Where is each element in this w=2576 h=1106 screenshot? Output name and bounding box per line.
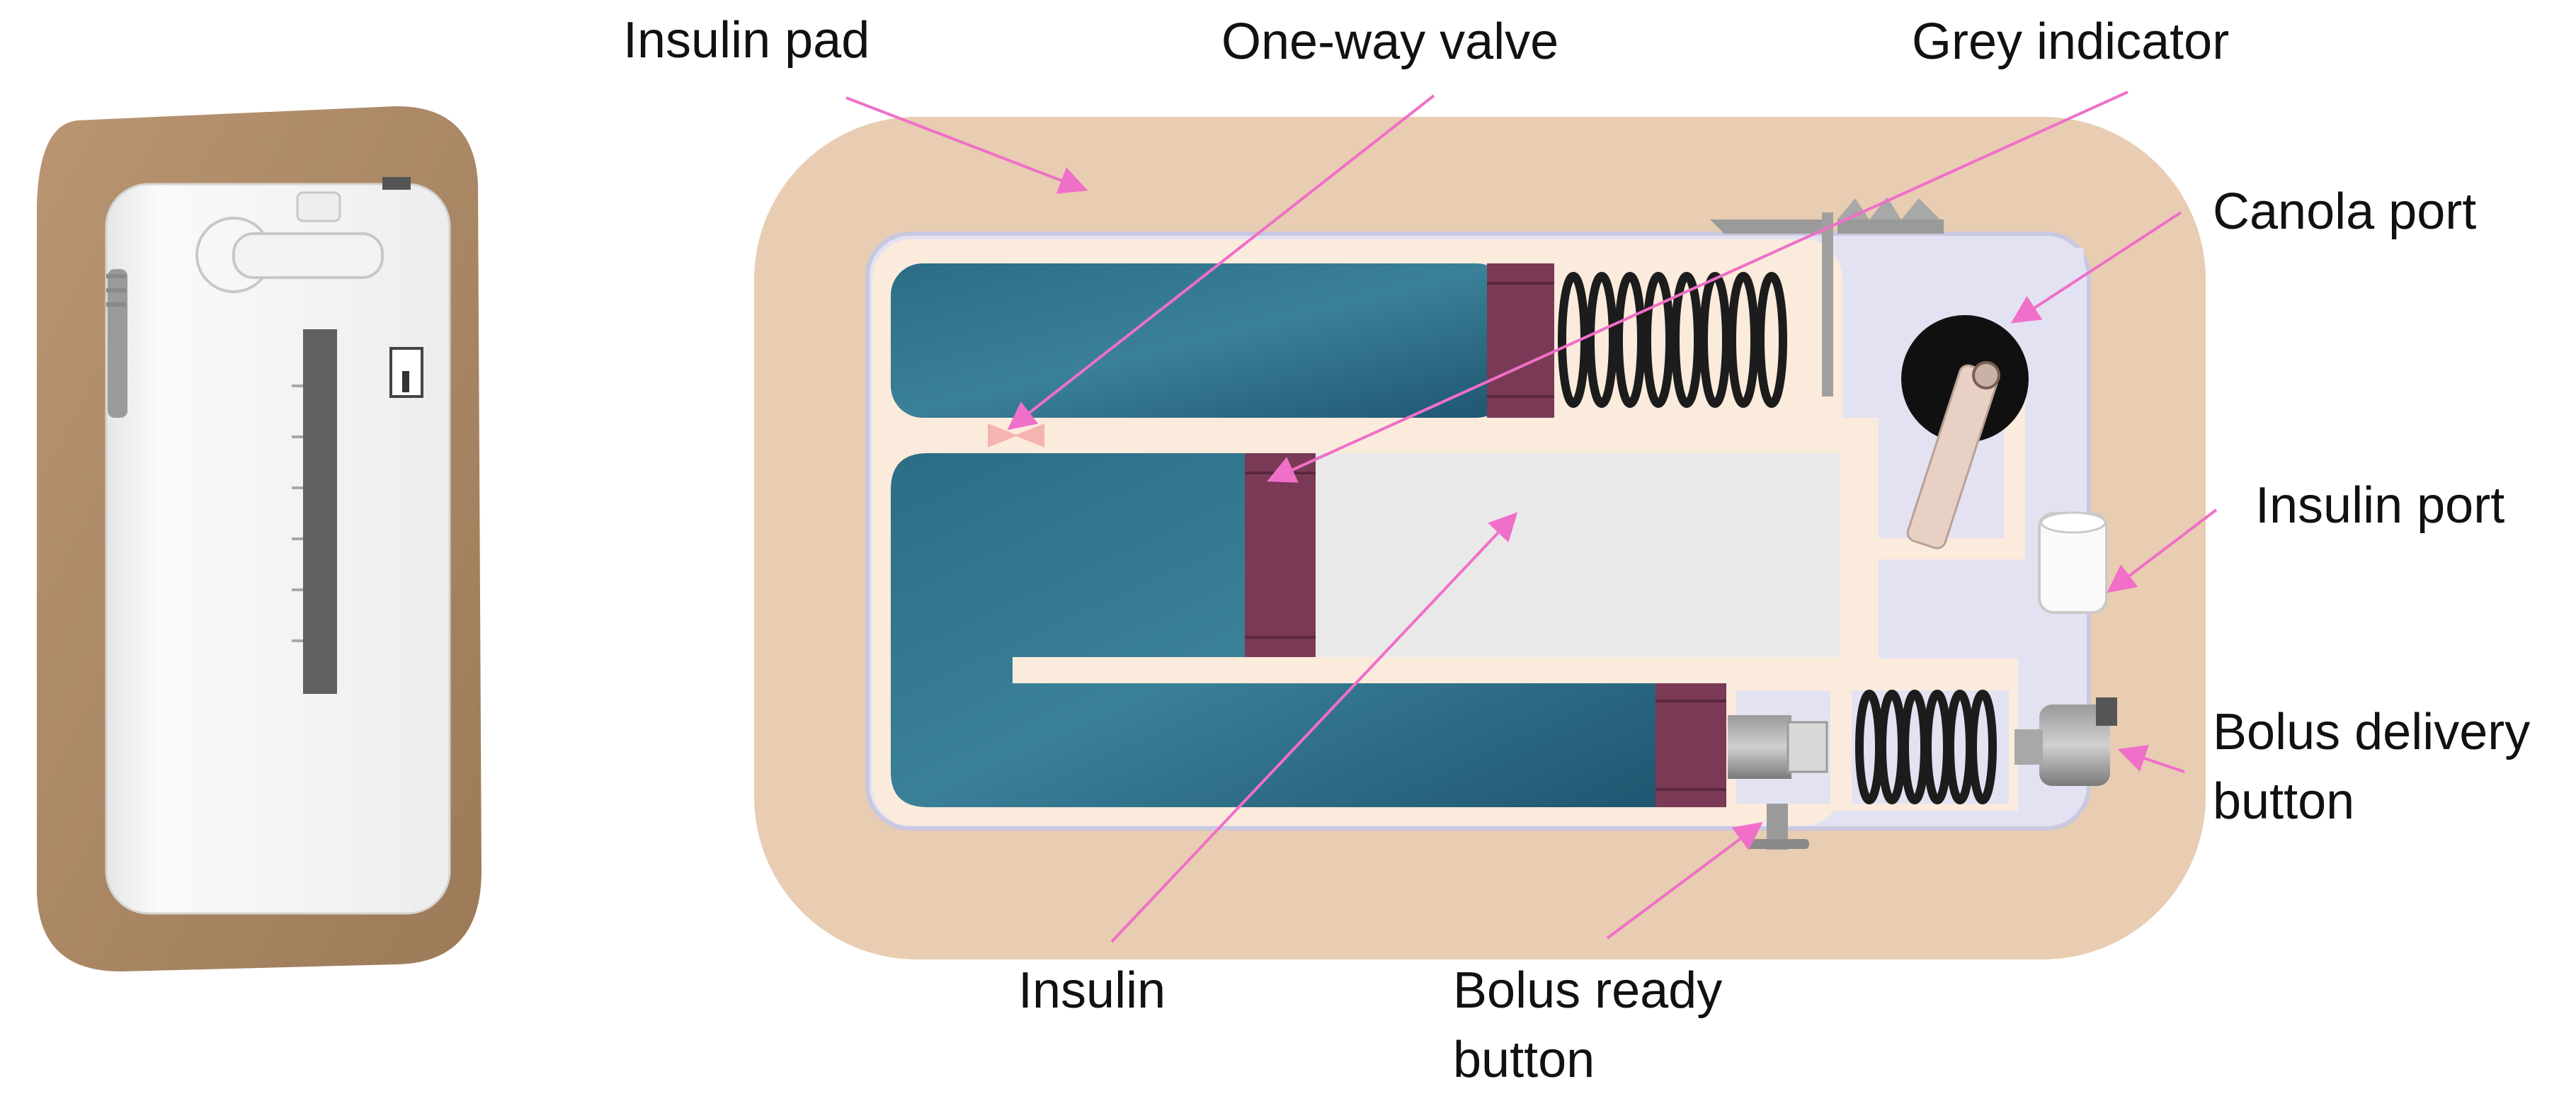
arrow-one-way-valve bbox=[1007, 94, 1435, 431]
device-indicator-mark bbox=[402, 371, 409, 392]
insulin-reservoir-bottom bbox=[891, 453, 1663, 807]
label-bolus-delivery-line1: Bolus delivery bbox=[2213, 704, 2531, 760]
device-side-ridges bbox=[106, 274, 126, 307]
label-grey-indicator: Grey indicator bbox=[1912, 13, 2230, 70]
bolus-ready-button-foot bbox=[1745, 839, 1809, 849]
grey-indicator-comb bbox=[1710, 197, 1944, 397]
plunger-bottom-ribs bbox=[1655, 700, 1726, 791]
plunger-bottom bbox=[1655, 683, 1726, 807]
bolus-ready-stub bbox=[1786, 721, 1828, 773]
device-3d-view bbox=[37, 106, 481, 971]
device-top-clip bbox=[382, 177, 411, 190]
label-one-way-valve: One-way valve bbox=[1221, 13, 1559, 70]
bolus-delivery-shaft bbox=[2014, 729, 2043, 765]
plunger-top bbox=[1487, 263, 1554, 418]
label-insulin: Insulin bbox=[1018, 962, 1166, 1019]
label-bolus-ready-line2: button bbox=[1453, 1032, 1595, 1088]
plunger-top-ribs bbox=[1487, 282, 1554, 398]
device-cap-tab bbox=[296, 191, 341, 222]
label-bolus-delivery-line2: button bbox=[2213, 773, 2355, 830]
cross-section-view bbox=[754, 117, 2206, 959]
device-level-window bbox=[303, 329, 337, 694]
bolus-ready-rod bbox=[1728, 715, 1791, 779]
label-insulin-pad: Insulin pad bbox=[623, 12, 870, 69]
arrow-bolus-delivery bbox=[2117, 744, 2185, 773]
arrow-bolus-ready bbox=[1606, 821, 1763, 940]
insulin-port-top bbox=[2040, 511, 2107, 534]
device-level-ticks bbox=[292, 384, 303, 642]
callout-arrows bbox=[845, 91, 2218, 943]
inner-wall-horizontal bbox=[891, 418, 1882, 453]
label-canola-port: Canola port bbox=[2213, 183, 2477, 240]
piston-chamber bbox=[1316, 453, 1875, 657]
arrow-grey-indicator bbox=[1267, 91, 2128, 483]
arrow-canola-port bbox=[2010, 211, 2182, 324]
bolus-divider bbox=[1830, 683, 1852, 811]
insulin-reservoir-top bbox=[891, 263, 1508, 418]
arrow-insulin bbox=[1110, 512, 1518, 943]
bolus-delivery-button[interactable] bbox=[2039, 705, 2110, 786]
bolus-delivery-button-cap bbox=[2096, 697, 2117, 726]
spring-bottom bbox=[1855, 690, 1997, 804]
spring-top bbox=[1558, 272, 1787, 408]
grey-indicator-plunger bbox=[1245, 453, 1316, 657]
device-body bbox=[105, 183, 451, 915]
arrow-insulin-port bbox=[2107, 508, 2218, 593]
device-cap-arm bbox=[232, 232, 384, 279]
label-bolus-ready-line1: Bolus ready bbox=[1453, 962, 1723, 1019]
arrow-insulin-pad bbox=[845, 96, 1088, 194]
canola-tube-end bbox=[1972, 361, 2000, 389]
label-insulin-port: Insulin port bbox=[2255, 477, 2505, 534]
